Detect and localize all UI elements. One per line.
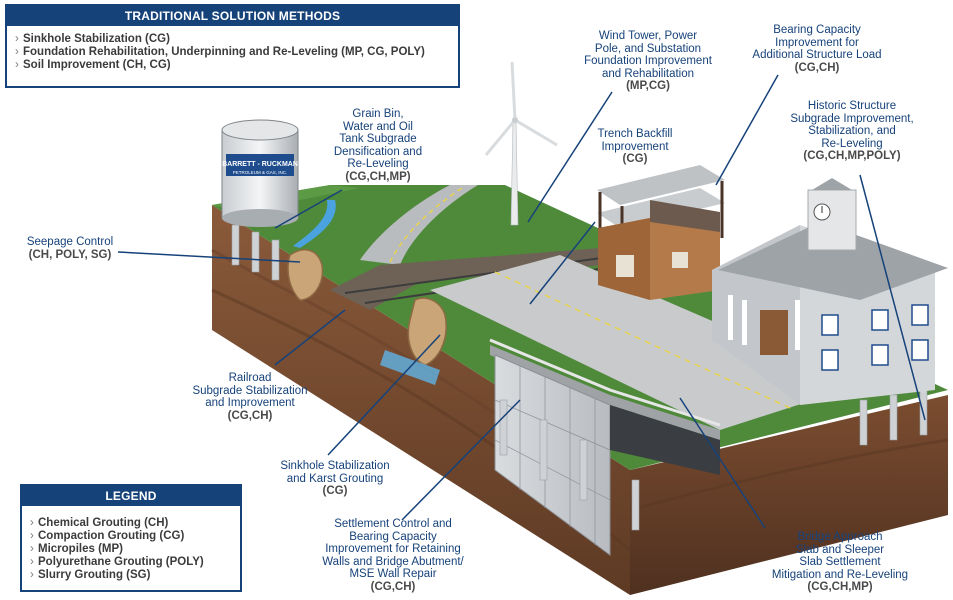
legend-item: ›Chemical Grouting (CH) xyxy=(30,517,169,529)
callout-grain-bin: Grain Bin, Water and Oil Tank Subgrade D… xyxy=(333,108,423,183)
callout-bearing-capacity: Bearing Capacity Improvement for Additio… xyxy=(752,24,882,74)
legend-item: ›Micropiles (MP) xyxy=(30,543,123,555)
retaining-wall xyxy=(494,354,611,556)
steel-frame-building xyxy=(597,165,725,300)
soil-right-face xyxy=(630,395,948,595)
methods-item: ›Soil Improvement (CH, CG) xyxy=(15,59,171,71)
chevron-right-icon: › xyxy=(15,33,19,45)
bridge-deck xyxy=(490,345,720,440)
callout-seepage-control: Seepage Control (CH, POLY, SG) xyxy=(26,236,114,261)
railroad-track xyxy=(330,245,680,310)
sinkhole xyxy=(407,297,447,366)
bridge-underside xyxy=(610,405,720,475)
callout-settlement-control: Settlement Control and Bearing Capacity … xyxy=(322,518,464,593)
methods-box: TRADITIONAL SOLUTION METHODS ›Sinkhole S… xyxy=(5,4,460,88)
historic-building xyxy=(712,178,948,405)
chevron-right-icon: › xyxy=(15,59,19,71)
chevron-right-icon: › xyxy=(30,530,34,542)
callout-historic-structure: Historic Structure Subgrade Improvement,… xyxy=(790,100,914,162)
chevron-right-icon: › xyxy=(30,517,34,529)
legend-item: ›Compaction Grouting (CG) xyxy=(30,530,185,542)
callout-bridge-approach: Bridge Approach Slab and Sleeper Slab Se… xyxy=(771,531,909,593)
curved-road xyxy=(360,185,478,265)
legend-box-title: LEGEND xyxy=(22,486,240,506)
storage-tank: BARRETT - RUCKMAN PETROLEUM & GAS, INC. xyxy=(221,119,299,227)
tank-subtitle: PETROLEUM & GAS, INC. xyxy=(233,170,288,175)
legend-item: ›Polyurethane Grouting (POLY) xyxy=(30,556,204,568)
methods-item: ›Foundation Rehabilitation, Underpinning… xyxy=(15,46,425,58)
methods-box-title: TRADITIONAL SOLUTION METHODS xyxy=(7,6,458,26)
legend-list: ›Chemical Grouting (CH) ›Compaction Grou… xyxy=(22,506,240,586)
water-stream xyxy=(293,200,336,248)
callout-wind-tower: Wind Tower, Power Pole, and Substation F… xyxy=(584,30,712,92)
callout-sinkhole: Sinkhole Stabilization and Karst Groutin… xyxy=(280,460,390,497)
callout-trench-backfill: Trench Backfill Improvement (CG) xyxy=(597,128,673,165)
methods-list: ›Sinkhole Stabilization (CG) ›Foundation… xyxy=(7,26,458,76)
legend-item: ›Slurry Grouting (SG) xyxy=(30,569,151,581)
callout-railroad: Railroad Subgrade Stabilization and Impr… xyxy=(192,372,308,422)
wind-turbine xyxy=(484,61,558,226)
chevron-right-icon: › xyxy=(30,569,34,581)
legend-box: LEGEND ›Chemical Grouting (CH) ›Compacti… xyxy=(20,484,242,592)
tank-brand: BARRETT - RUCKMAN xyxy=(222,161,298,168)
leader-lines xyxy=(117,74,926,529)
chevron-right-icon: › xyxy=(15,46,19,58)
methods-item: ›Sinkhole Stabilization (CG) xyxy=(15,33,170,45)
chevron-right-icon: › xyxy=(30,556,34,568)
highway xyxy=(430,255,860,430)
chevron-right-icon: › xyxy=(30,543,34,555)
